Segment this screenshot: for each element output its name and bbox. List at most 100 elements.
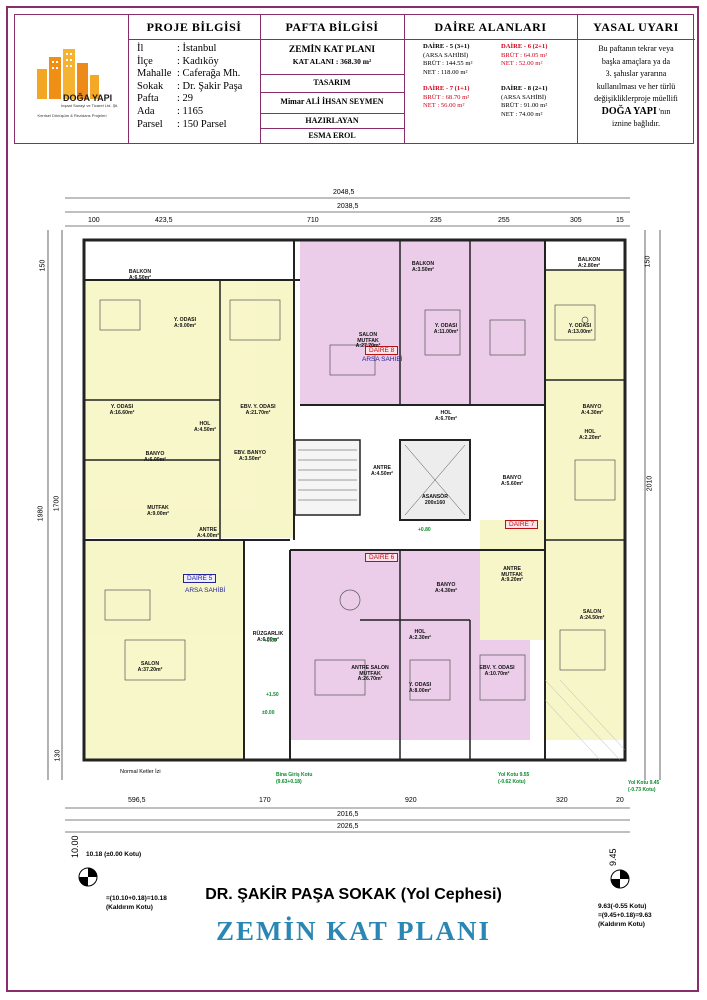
dim-left: 1980 <box>37 505 45 522</box>
left-elevation-tag: 10.00 <box>70 835 80 858</box>
room-name: EBV. BANYO <box>234 450 266 456</box>
dim-top-seg: 100 <box>88 217 100 224</box>
bina-giris-label: Bina Giriş Kotu <box>276 772 313 778</box>
mimar-name: Mimar ALİ İHSAN SEYMEN <box>280 97 384 106</box>
dim-top-seg: 423,5 <box>155 217 173 224</box>
daire-net: NET : 74.00 m² <box>501 110 543 118</box>
room-name: HOL <box>414 629 426 635</box>
room-name: ANTRE MUTFAK <box>501 566 523 578</box>
daire-net: NET : 118.00 m² <box>423 68 468 76</box>
room-area: A:26.70m² <box>357 676 383 683</box>
info-value: : Caferağa Mh. <box>177 68 241 80</box>
room-name: HOL <box>584 429 596 435</box>
info-key: Pafta <box>137 93 159 105</box>
dim-bottom-total: 2026,5 <box>337 823 359 830</box>
daire-sub: (ARSA SAHİBİ) <box>501 93 547 101</box>
room-name: MUTFAK <box>147 505 169 511</box>
daire-title: DAİRE - 5 (3+1) <box>423 43 470 50</box>
room-name: Y. ODASI <box>408 682 432 688</box>
dim-bottom-seg: 170 <box>259 797 271 804</box>
street-title: DR. ŞAKİR PAŞA SOKAK (Yol Cephesi) <box>205 886 502 903</box>
daire-8-tag: DAİRE 8 <box>365 346 399 355</box>
info-value: : Dr. Şakir Paşa <box>177 80 243 92</box>
room-area: A:6.00m² <box>144 456 166 463</box>
daire-7-zone <box>545 270 625 740</box>
plan-name: ZEMİN KAT PLANI <box>288 45 376 55</box>
room-area: A:4.50m² <box>371 470 393 477</box>
logo-text: DOĞA YAPI <box>63 93 113 103</box>
daire-8-owner: ARSA SAHİBİ <box>362 356 403 363</box>
hazirlayan-label: HAZIRLAYAN <box>305 116 359 125</box>
room-name: BANYO <box>436 582 456 588</box>
room-name: EBV. Y. ODASI <box>479 665 515 671</box>
room-area: A:6.00m² <box>257 636 279 643</box>
room-area: A:9.00m² <box>147 510 169 517</box>
room-name: RÜZGARLIK <box>252 631 284 637</box>
daire-5-owner: ARSA SAHİBİ <box>185 587 226 594</box>
room-name: ANTRE <box>373 465 391 471</box>
dim-right: 2010 <box>646 475 654 492</box>
room-name: SALON MUTFAK <box>357 332 379 344</box>
dim-top-seg: 235 <box>430 217 442 224</box>
room-area: A:24.50m² <box>579 614 605 621</box>
daire-brut: BRÜT : 91.00 m² <box>501 102 548 109</box>
stair-core <box>295 440 360 515</box>
page-frame <box>6 6 699 992</box>
info-value: : 150 Parsel <box>177 118 227 130</box>
room-area: A:2.20m² <box>579 434 601 441</box>
room-name: SALON <box>140 661 160 667</box>
room-area: A:16.60m² <box>109 409 135 416</box>
daire-title: DAİRE - 8 (2+1) <box>501 85 548 92</box>
info-key: Parsel <box>137 118 163 130</box>
room-name: EBV. Y. ODASI <box>240 404 276 410</box>
room-area: A:3.50m² <box>412 266 434 273</box>
right-elevation-marker <box>610 869 630 889</box>
yol-kotu-left: Yol Kotu 9.55 <box>498 772 530 778</box>
dim-top-seg: 710 <box>307 217 319 224</box>
logo-subtext: İnşaat Sanayi ve Ticaret Ltd. Şti. <box>61 103 119 108</box>
yasal-brand: DOĞA YAPI <box>601 105 657 117</box>
room-name: Y. ODASI <box>568 323 592 329</box>
room-area: A:4.00m² <box>197 532 219 539</box>
info-key: İlçe <box>137 55 153 67</box>
kot-label: +1.50 <box>266 692 279 698</box>
daire-5-tag: DAİRE 5 <box>183 574 217 583</box>
daire-5-upper-zone <box>84 280 294 538</box>
dim-left: 130 <box>54 749 62 762</box>
yasal-uyari-title: YASAL UYARI <box>593 20 679 34</box>
room-area: A:2.30m² <box>409 634 431 641</box>
dim-top-seg: 15 <box>616 217 624 224</box>
room-name: Y. ODASI <box>173 317 197 323</box>
info-value: : 29 <box>177 93 194 105</box>
daire-area-card: DAİRE - 8 (2+1)(ARSA SAHİBİ)BRÜT : 91.00… <box>501 85 547 119</box>
dim-bottom-seg: 920 <box>405 797 417 804</box>
pafta-bilgisi-title: PAFTA BİLGİSİ <box>285 20 379 34</box>
dim-left: 150 <box>39 259 47 272</box>
daire-brut: BRÜT : 144.55 m² <box>423 60 473 67</box>
room-name: HOL <box>199 421 211 427</box>
room-area: 200x160 <box>424 499 446 506</box>
room-area: A:3.50m² <box>239 455 261 462</box>
room-name: BANYO <box>582 404 602 410</box>
yol-kotu-right-sub: (-0.73 Kotu) <box>628 787 656 793</box>
daire-5-lower-zone <box>84 540 244 760</box>
room-area: A:4.30m² <box>581 409 603 416</box>
